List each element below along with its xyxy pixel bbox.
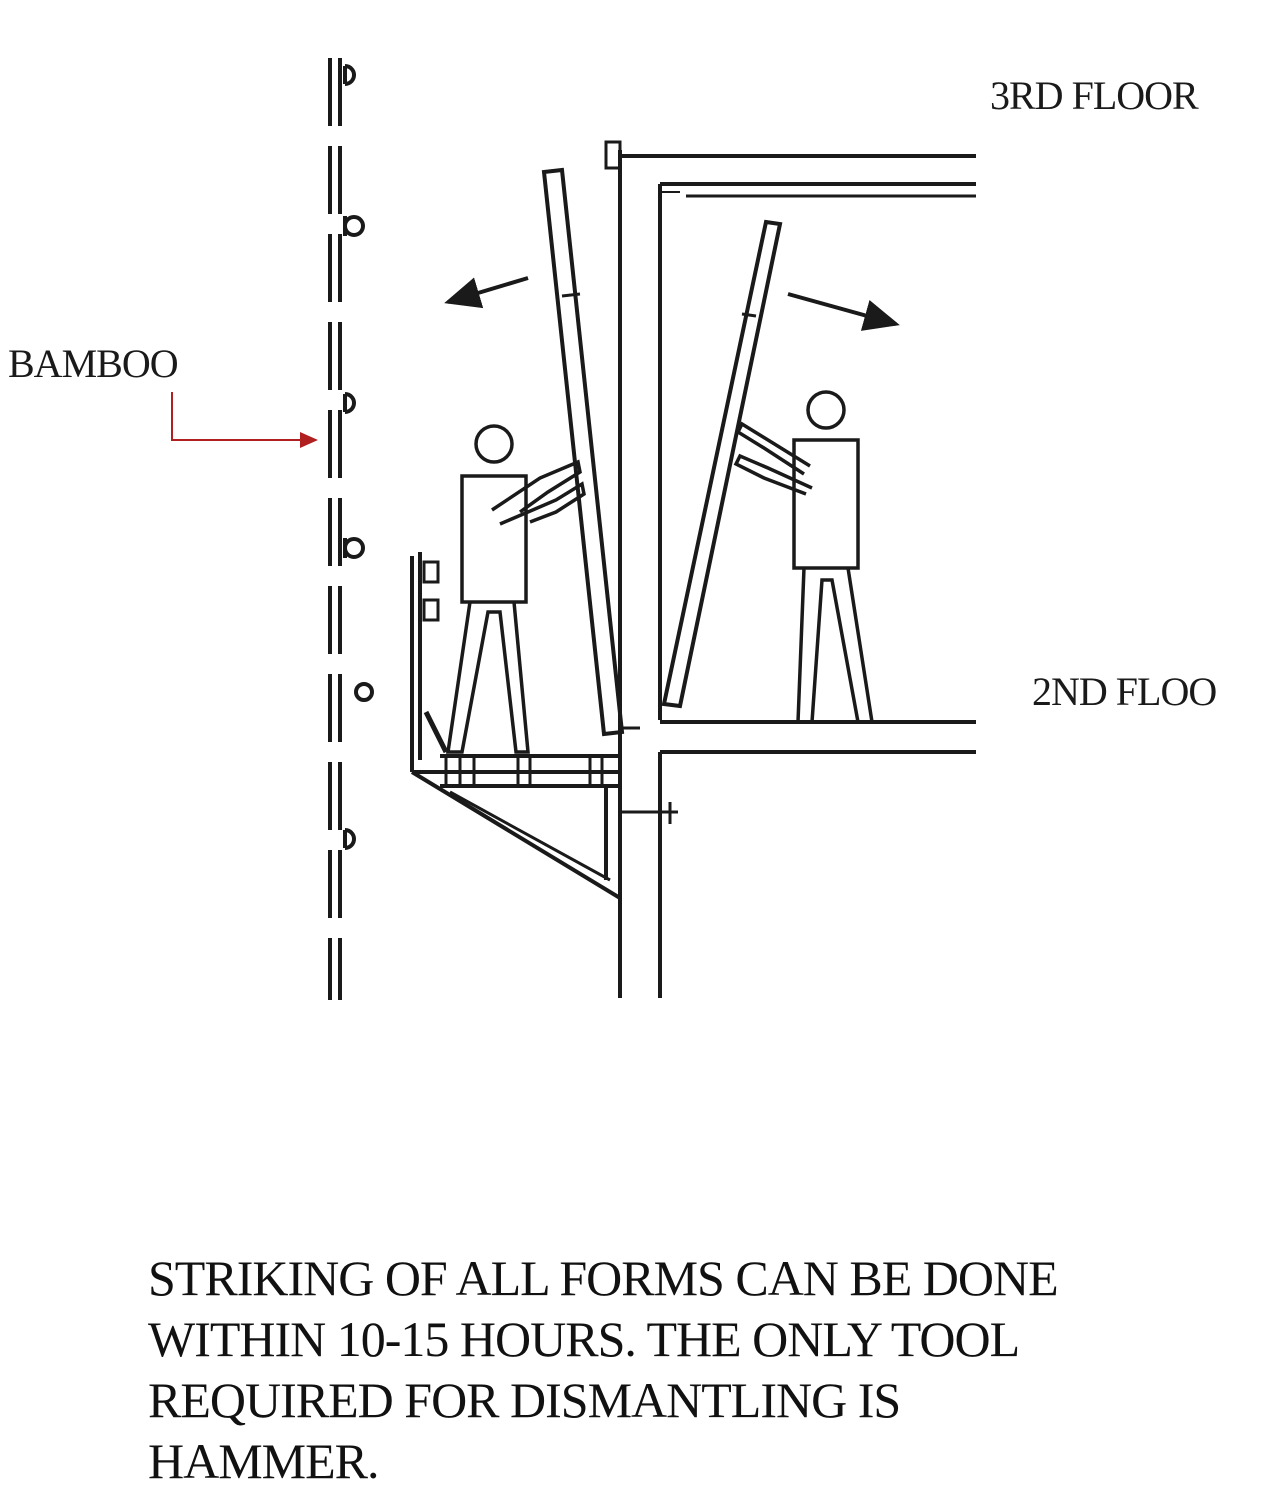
left-form-panel (541, 167, 625, 737)
right-worker-figure (733, 390, 875, 724)
caption-line-1: STRIKING OF ALL FORMS CAN BE DONE (148, 1250, 1059, 1306)
formwork-diagram (171, 58, 976, 1000)
caption-line-2: WITHIN 10-15 HOURS. THE ONLY TOOL (148, 1311, 1020, 1367)
right-form-panel (661, 219, 783, 709)
right-pull-arrow (787, 292, 900, 331)
building-wall (604, 140, 976, 998)
working-platform (410, 552, 678, 900)
left-pull-arrow (444, 276, 529, 309)
left-worker-figure (445, 424, 586, 754)
third-floor-label: 3RD FLOOR (990, 73, 1199, 118)
caption-line-3: REQUIRED FOR DISMANTLING IS (148, 1372, 901, 1428)
bamboo-label: BAMBOO (8, 341, 179, 386)
bamboo-pole (328, 58, 374, 1000)
caption-text: STRIKING OF ALL FORMS CAN BE DONE WITHIN… (148, 1248, 1228, 1492)
second-floor-label: 2ND FLOO (1032, 669, 1217, 714)
bamboo-callout-arrow (171, 392, 318, 448)
caption-line-4: HAMMER. (148, 1433, 380, 1489)
